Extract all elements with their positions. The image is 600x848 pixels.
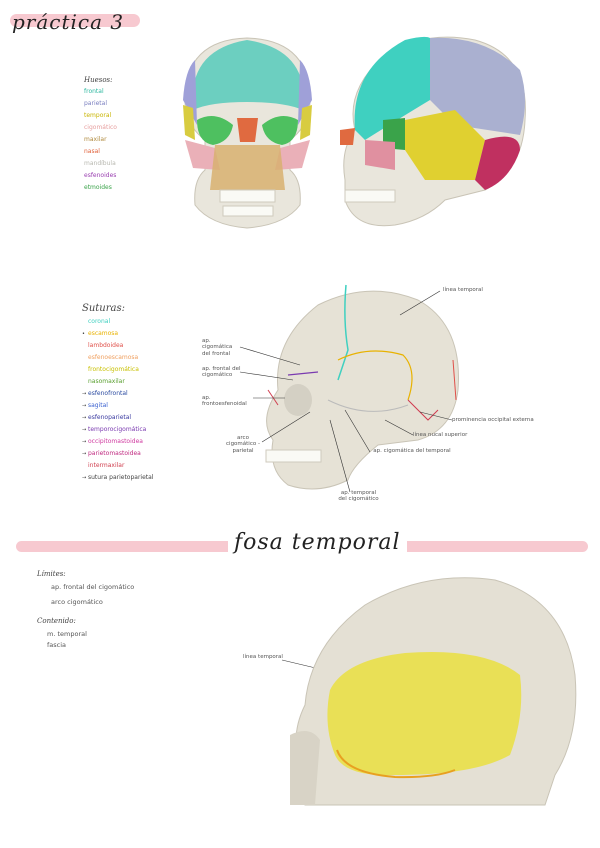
label-linea-temporal: línea temporal	[443, 287, 503, 293]
contenido-heading: Contenido:	[37, 617, 177, 625]
limites-item: ap. frontal del cigomático	[51, 584, 177, 591]
section2-title: fosa temporal	[228, 530, 407, 555]
label-prominencia-occipital: prominencia occipital externa	[452, 417, 547, 423]
contenido-block: Contenido: m. temporal fascia	[37, 617, 177, 650]
contenido-item: fascia	[47, 642, 177, 649]
limites-item: arco cigomático	[51, 599, 177, 606]
limites-block: Límites: ap. frontal del cigomático arco…	[37, 570, 177, 607]
label-ap-temporal-cigomatico: ap. temporal del cigomático	[336, 490, 381, 503]
skull-temporal-fossa-illustration	[285, 565, 580, 810]
limites-heading: Límites:	[37, 570, 177, 578]
contenido-item: m. temporal	[47, 631, 177, 638]
label-ap-frontal-cigomatico: ap. frontal del cigomático	[202, 366, 242, 379]
label-linea-nucal: línea nucal superior	[413, 432, 478, 438]
label-ap-cigomatica-temporal: ap. cigomática del temporal	[372, 448, 452, 454]
label-ap-cigomatica-frontal: ap. cigomática del frontal	[202, 338, 242, 357]
label-ap-frontoesfenoidal: ap. frontoesfenoidal	[202, 395, 257, 408]
label-fosa-linea-temporal: línea temporal	[243, 654, 293, 660]
label-arco-cigomatico: arco cigomático - parietal	[224, 435, 262, 454]
